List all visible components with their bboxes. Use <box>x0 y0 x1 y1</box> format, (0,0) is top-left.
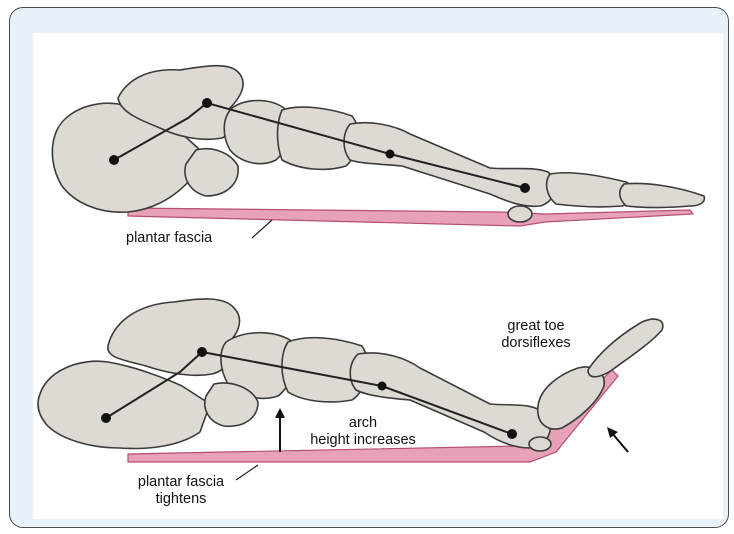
arch-height-label: arch height increases <box>288 415 438 449</box>
bottom-joint-midfoot <box>378 382 387 391</box>
top-plantar-fascia <box>128 208 693 226</box>
top-joint-talus <box>202 98 212 108</box>
toe-label-line2: dorsiflexes <box>486 335 586 352</box>
top-fascia-leader <box>252 220 272 238</box>
toe-label-line1: great toe <box>486 318 586 335</box>
bottom-joint-talus <box>197 347 207 357</box>
bottom-fascia-label: plantar fascia tightens <box>116 474 246 508</box>
top-fascia-label: plantar fascia <box>126 230 212 247</box>
arch-height-arrowhead <box>275 408 285 418</box>
top-joint-heel <box>109 155 119 165</box>
bottom-talus <box>108 299 240 375</box>
top-joint-mtp <box>520 183 530 193</box>
arch-label-line1: arch <box>288 415 438 432</box>
bottom-joint-mtp <box>507 429 517 439</box>
bottom-distal-phalanx <box>588 319 663 377</box>
top-metatarsal <box>344 123 555 207</box>
toe-dorsiflexion-arrowhead <box>607 427 618 438</box>
toe-dorsiflexes-label: great toe dorsiflexes <box>486 318 586 352</box>
bottom-fascia-line1: plantar fascia <box>116 474 246 491</box>
top-joint-midfoot <box>386 150 395 159</box>
toe-dorsiflexion-arrow <box>612 433 628 452</box>
top-sesamoid <box>508 206 532 222</box>
arch-label-line2: height increases <box>288 432 438 449</box>
bottom-sesamoid <box>529 437 551 451</box>
top-cuboid <box>185 149 238 196</box>
top-distal-phalanx <box>620 184 705 208</box>
bottom-joint-heel <box>101 413 111 423</box>
bottom-fascia-line2: tightens <box>116 491 246 508</box>
top-foot <box>52 66 704 238</box>
